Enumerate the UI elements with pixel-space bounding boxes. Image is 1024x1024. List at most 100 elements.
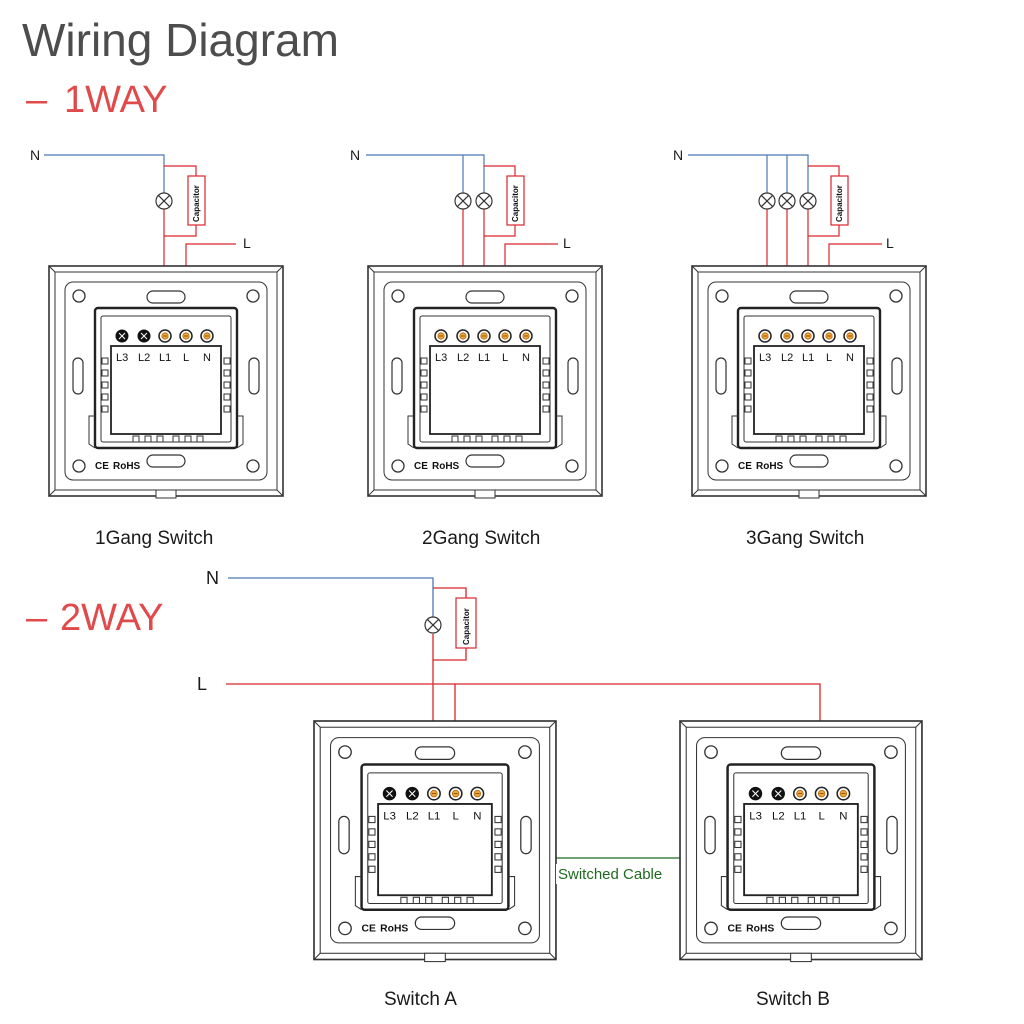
terminal-label: L2 bbox=[138, 352, 150, 364]
terminal-screw-icon bbox=[519, 329, 533, 343]
switch-caption: 1Gang Switch bbox=[95, 528, 213, 549]
terminal-blocked-icon bbox=[382, 786, 397, 801]
switched-cable-label: Switched Cable bbox=[558, 866, 662, 883]
section-dash: – bbox=[26, 597, 48, 639]
switch-1gang: N L Capacitor L3 L2 L1 L N CE RoHS 1Gang… bbox=[30, 147, 285, 549]
section-label-2way: 2WAY bbox=[60, 597, 163, 639]
terminal-label: N bbox=[839, 811, 847, 823]
terminal-label: L bbox=[183, 352, 189, 364]
terminal-label: L bbox=[826, 352, 832, 364]
label-n: N bbox=[206, 568, 219, 588]
terminal-screw-icon bbox=[758, 329, 772, 343]
capacitor-label: Capacitor bbox=[835, 185, 844, 222]
terminal-screw-icon bbox=[498, 329, 512, 343]
terminal-screw-icon bbox=[470, 786, 485, 801]
rohs-mark: RoHS bbox=[380, 923, 408, 934]
capacitor-label: Capacitor bbox=[192, 185, 201, 222]
ce-mark: CE bbox=[728, 923, 742, 934]
capacitor: Capacitor bbox=[506, 175, 525, 226]
lamp-icon bbox=[424, 616, 442, 634]
lamp-icon bbox=[475, 192, 493, 210]
capacitor-label: Capacitor bbox=[511, 185, 520, 222]
switched-cable-label-bg bbox=[556, 864, 676, 884]
label-l: L bbox=[886, 235, 894, 251]
capacitor: Capacitor bbox=[455, 597, 477, 649]
terminal-blocked-icon bbox=[115, 329, 129, 343]
page-title: Wiring Diagram bbox=[22, 14, 339, 66]
switch-2gang: N L Capacitor L3 L2 L1 L N CE RoHS 2Gang… bbox=[350, 147, 604, 549]
terminal-label: L1 bbox=[802, 352, 814, 364]
lamp-icon bbox=[778, 192, 796, 210]
switch-a: L3 L2 L1 L N CE RoHS bbox=[312, 719, 558, 963]
label-l: L bbox=[243, 235, 251, 251]
terminal-label: L2 bbox=[772, 811, 785, 823]
terminal-blocked-icon bbox=[771, 786, 785, 801]
label-l: L bbox=[197, 674, 207, 694]
wires-2gang bbox=[366, 154, 558, 310]
ce-mark: CE bbox=[414, 461, 428, 472]
capacitor: Capacitor bbox=[187, 175, 206, 226]
switch-plate bbox=[312, 719, 558, 963]
terminal-label: L3 bbox=[435, 352, 447, 364]
terminal-screw-icon bbox=[801, 329, 815, 343]
switch-plate bbox=[690, 264, 928, 500]
section-dash: – bbox=[26, 79, 48, 121]
terminal-screw-icon bbox=[434, 329, 448, 343]
terminal-screw-icon bbox=[843, 329, 857, 343]
lamp-icon bbox=[155, 192, 173, 210]
terminal-label: L1 bbox=[794, 811, 807, 823]
switch-caption: 2Gang Switch bbox=[422, 528, 540, 549]
terminal-label: L3 bbox=[759, 352, 771, 364]
terminal-screw-icon bbox=[477, 329, 491, 343]
switch-3gang: N L Capacitor L3 L2 L1 L N CE RoHS 3Gang… bbox=[673, 147, 928, 549]
capacitor: Capacitor bbox=[830, 175, 849, 226]
terminal-screw-icon bbox=[448, 786, 463, 801]
terminal-screw-icon bbox=[822, 329, 836, 343]
terminal-label: L bbox=[819, 811, 825, 823]
label-n: N bbox=[30, 147, 40, 163]
rohs-mark: RoHS bbox=[432, 461, 460, 472]
terminal-label: L2 bbox=[457, 352, 469, 364]
terminal-label: L1 bbox=[159, 352, 171, 364]
terminal-label: L bbox=[502, 352, 508, 364]
label-l: L bbox=[563, 235, 571, 251]
terminal-blocked-icon bbox=[137, 329, 151, 343]
switch-plate bbox=[47, 264, 285, 500]
terminal-label: N bbox=[846, 352, 854, 364]
lamp-icon bbox=[799, 192, 817, 210]
switch-caption: Switch B bbox=[756, 989, 830, 1010]
ce-mark: CE bbox=[738, 461, 752, 472]
switch-plate bbox=[366, 264, 604, 500]
ce-mark: CE bbox=[95, 461, 109, 472]
terminal-blocked-icon bbox=[405, 786, 419, 801]
switch-caption: 3Gang Switch bbox=[746, 528, 864, 549]
terminal-screw-icon bbox=[456, 329, 470, 343]
terminal-label: N bbox=[203, 352, 211, 364]
switch-b: L3 L2 L1 L N CE RoHS bbox=[678, 719, 924, 963]
terminal-label: L3 bbox=[116, 352, 128, 364]
terminal-screw-icon bbox=[814, 786, 829, 801]
rohs-mark: RoHS bbox=[113, 461, 141, 472]
lamp-icon bbox=[454, 192, 472, 210]
lamp-icon bbox=[758, 192, 776, 210]
rohs-mark: RoHS bbox=[746, 923, 774, 934]
terminal-label: L bbox=[453, 811, 459, 823]
section-1way-heading: – 1WAY bbox=[26, 79, 167, 121]
terminal-label: N bbox=[473, 811, 481, 823]
terminal-label: L3 bbox=[383, 811, 396, 823]
terminal-screw-icon bbox=[780, 329, 794, 343]
terminal-label: L2 bbox=[406, 811, 419, 823]
terminal-screw-icon bbox=[426, 786, 441, 801]
terminal-label: L1 bbox=[478, 352, 490, 364]
terminal-screw-icon bbox=[792, 786, 807, 801]
terminal-label: L1 bbox=[428, 811, 441, 823]
section-2way-heading: – 2WAY bbox=[26, 597, 163, 639]
terminal-screw-icon bbox=[836, 786, 851, 801]
label-n: N bbox=[673, 147, 683, 163]
terminal-screw-icon bbox=[158, 329, 172, 343]
terminal-screw-icon bbox=[179, 329, 193, 343]
switch-caption: Switch A bbox=[384, 989, 457, 1010]
section-label-1way: 1WAY bbox=[64, 79, 167, 121]
switch-2way-group: N L Capacitor L3 L2 L1 L N CE RoHS Switc… bbox=[197, 568, 924, 1010]
